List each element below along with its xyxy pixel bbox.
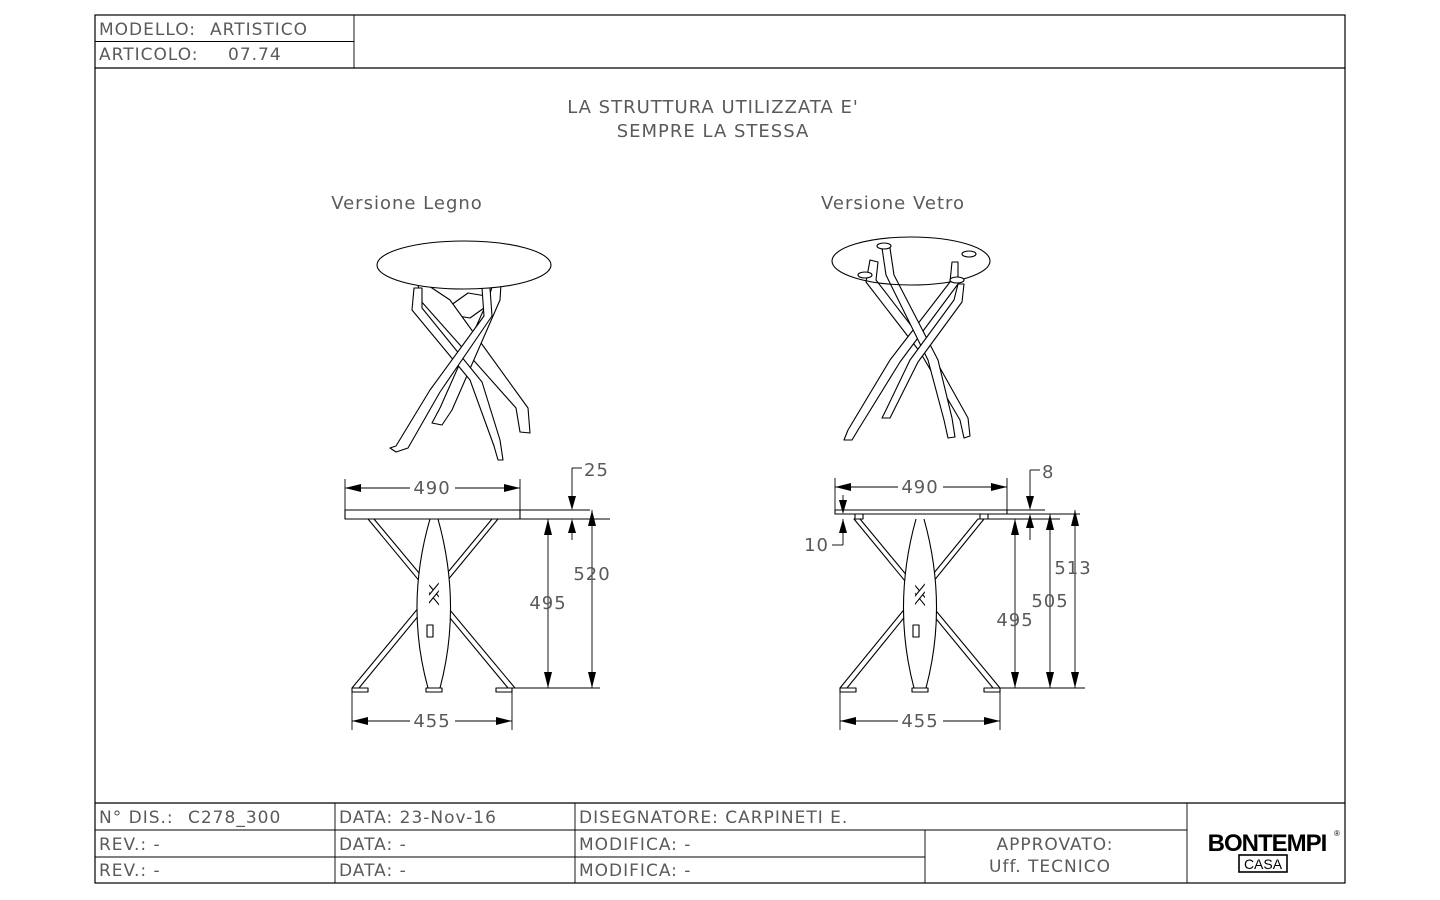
revision-2: REV.: - [99,861,161,881]
wood-version-title: Versione Legno [331,193,483,214]
wood-foot-3 [495,687,513,693]
logo-brand: BONTEMPI [1208,830,1327,857]
logo-sub: CASA [1244,856,1283,872]
glass-dim-spacer: 10 [804,535,829,556]
wood-dim-total-height: 520 [573,564,610,585]
wood-round-top [376,240,552,290]
structure-note-line1: LA STRUTTURA UTILIZZATA E' [567,97,859,118]
wood-elev-leg-curve-2 [437,518,452,689]
title-block: N° DIS.: C278_300 DATA: 23-Nov-16 DISEGN… [95,802,1345,883]
glass-version-title: Versione Vetro [821,193,965,214]
glass-leg-front-left [881,283,965,419]
glass-pad-1 [876,242,892,250]
wood-dim-top-thickness: 25 [584,460,609,481]
drafter: DISEGNATORE: CARPINETI E. [579,808,848,828]
glass-leg-front-right [881,247,956,439]
glass-dim-mid-height: 505 [1031,591,1068,612]
revision-2-change: MODIFICA: - [579,861,691,881]
wood-top-section [344,509,521,520]
glass-center-bolt [912,624,920,638]
revision-1: REV.: - [99,835,161,855]
modello-label: MODELLO: [99,20,196,40]
wood-dim-frame-height: 495 [529,593,566,614]
wood-table-perspective [376,240,552,461]
revision-1-date: DATA: - [339,835,407,855]
wood-table-elevation: 490 25 495 520 455 [344,460,610,732]
glass-dim-base-width: 455 [901,711,938,732]
glass-spacer-1 [854,513,864,520]
wood-dim-base-width: 455 [413,711,450,732]
glass-dim-thickness: 8 [1042,462,1054,483]
revision-1-change: MODIFICA: - [579,835,691,855]
modello-value: ARTISTICO [210,20,308,40]
dis-label: N° DIS.: [99,808,174,828]
glass-elev-leg-curve-1 [902,518,917,689]
revision-2-date: DATA: - [339,861,407,881]
dis-value: C278_300 [188,808,281,828]
wood-leg-front-left [389,287,493,453]
sheet-border [94,14,1346,884]
date-created: DATA: 23-Nov-16 [339,808,497,828]
wood-foot-2 [425,687,443,693]
approved-dept: Uff. TECNICO [989,857,1111,877]
wood-center-bolt [426,624,434,638]
glass-foot-1 [839,687,857,693]
glass-foot-3 [983,687,1001,693]
logo-casa-box [1238,854,1288,873]
glass-round-top [831,236,991,286]
glass-dim-frame-height: 495 [996,610,1033,631]
glass-top-section [834,509,1008,515]
glass-elev-leg-curve-2 [923,518,938,689]
glass-table-elevation: 490 8 10 495 505 513 [804,462,1091,732]
bontempi-logo: BONTEMPI ® CASA [1208,829,1340,873]
logo-registered: ® [1334,829,1340,838]
glass-foot-2 [911,687,929,693]
wood-foot-1 [351,687,369,693]
structure-note-line2: SEMPRE LA STESSA [617,121,810,142]
wood-elev-leg-curve-1 [416,518,431,689]
articolo-value: 07.74 [228,45,282,65]
glass-dim-top-width: 490 [901,477,938,498]
glass-dim-total-height: 513 [1054,558,1091,579]
wood-dim-top-width: 490 [413,478,450,499]
articolo-label: ARTICOLO: [99,45,199,65]
glass-spacer-2 [979,513,989,520]
glass-pad-3 [857,271,873,279]
approved-label: APPROVATO: [996,835,1113,855]
glass-table-perspective [831,236,991,441]
glass-pad-2 [961,250,977,258]
glass-pad-4 [949,276,965,284]
wood-leg-front-right [411,287,504,461]
